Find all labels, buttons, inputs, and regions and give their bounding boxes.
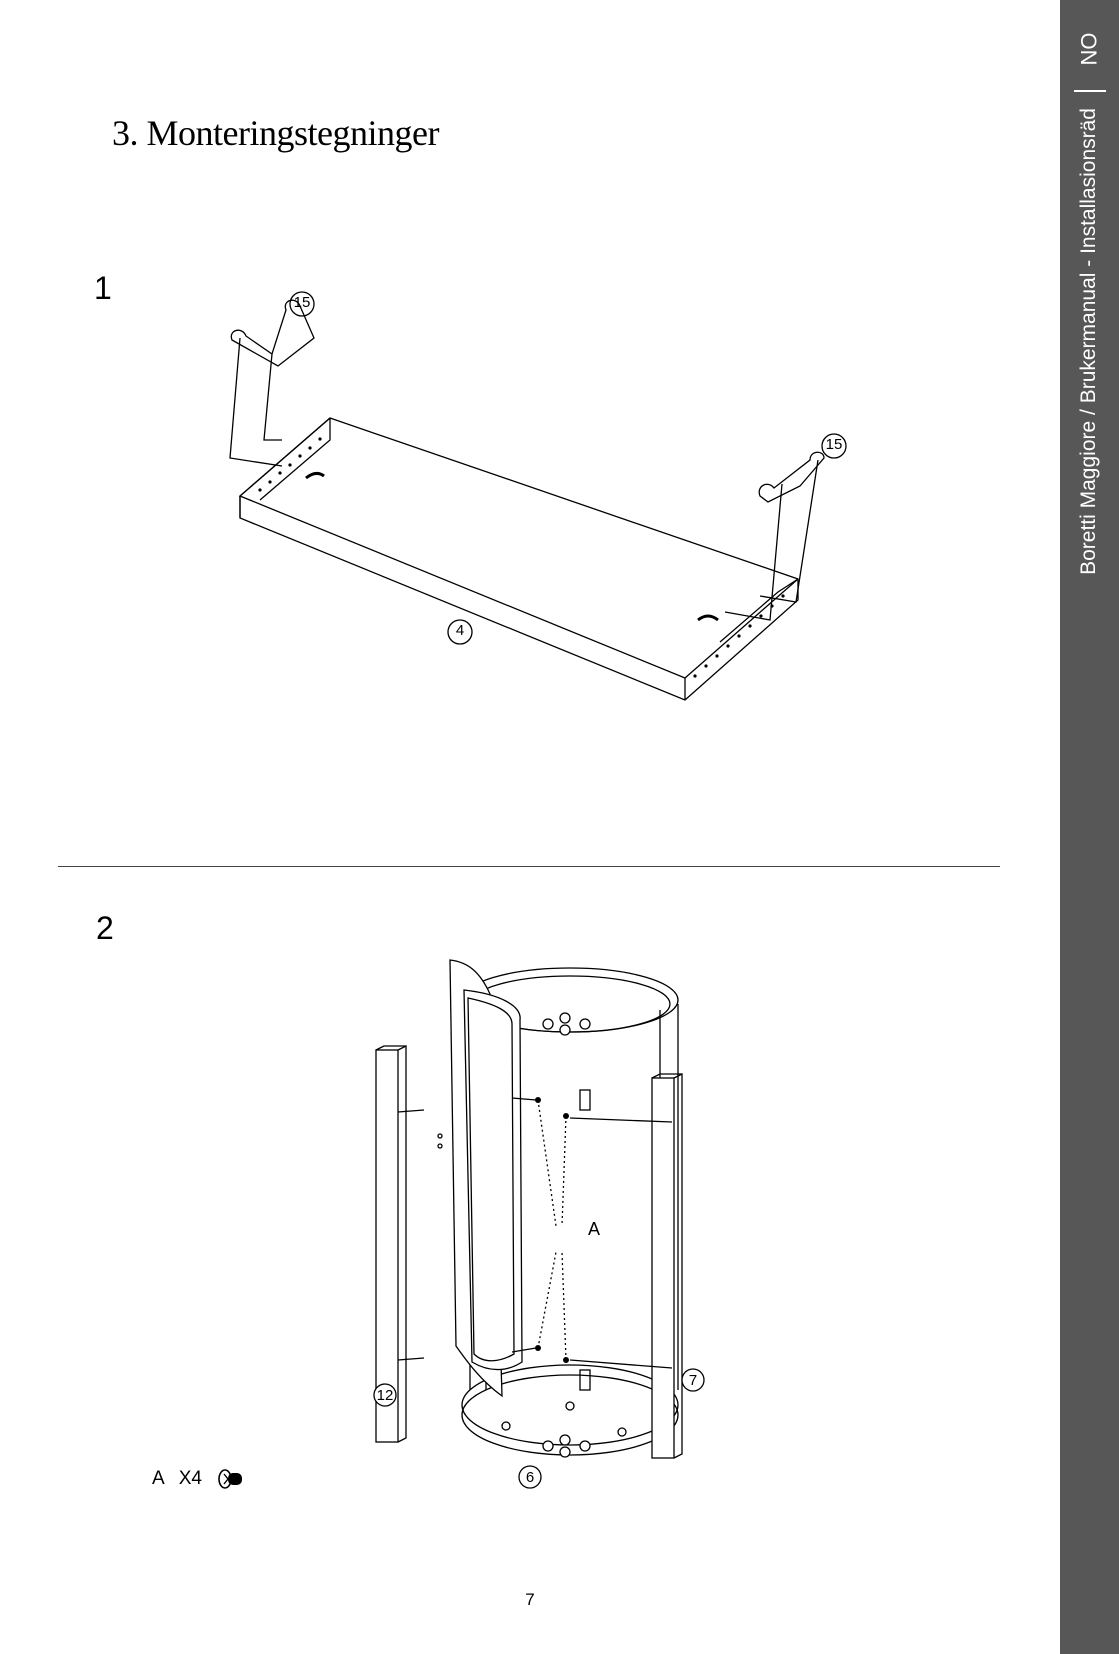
assembly-drawing-step-1: [229, 291, 847, 701]
callout-a: A: [587, 1219, 600, 1239]
sidebar-tab: [1060, 0, 1119, 1654]
callout-7: 7: [688, 1372, 698, 1389]
callout-15-right: 15: [825, 436, 843, 453]
page-number: 7: [525, 1590, 535, 1609]
legend-quantity: X4: [178, 1468, 202, 1489]
screw-icon: [218, 1469, 242, 1489]
callout-12: 12: [376, 1387, 394, 1404]
hardware-legend: A X4: [152, 1468, 246, 1490]
language-code: NO: [1076, 32, 1102, 66]
assembly-drawing-step-2: [373, 959, 705, 1489]
step-number-2: 2: [96, 910, 114, 946]
legend-part: A: [152, 1468, 165, 1489]
step-number-1: 1: [94, 270, 112, 306]
callout-15-left: 15: [293, 294, 311, 311]
callout-4: 4: [455, 622, 465, 639]
callout-6: 6: [525, 1469, 535, 1486]
running-title: Boretti Maggiore / Brukermanual - Instal…: [1077, 108, 1100, 575]
section-divider: [58, 866, 1000, 867]
sidebar-separator: [1074, 90, 1106, 92]
page-title: 3. Monteringstegninger: [112, 113, 439, 153]
